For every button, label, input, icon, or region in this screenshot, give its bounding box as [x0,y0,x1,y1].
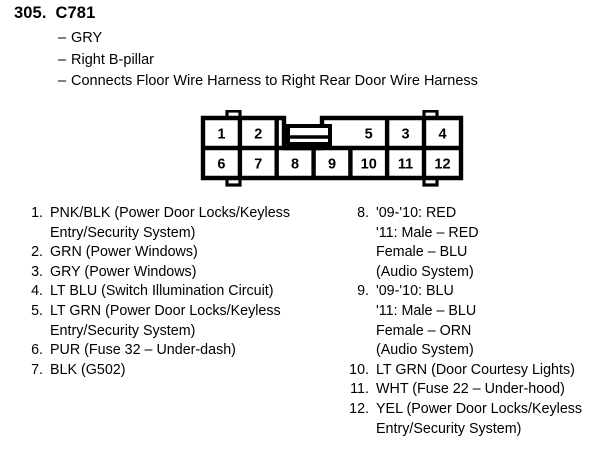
pin-description-line: '09-'10: BLU [376,283,454,300]
pin-entry-4: 4. LT BLU (Switch Illumination Circuit) [18,282,328,302]
pin-number: 2. [31,244,43,261]
pin-description-line: '11: Male – BLU [376,302,477,319]
pin-description-line: WHT (Fuse 22 – Under-hood) [376,381,565,398]
connector-pin-bottom-8: 8 [291,157,299,173]
connector-pin-top-3: 3 [401,127,409,143]
connector-pin-bottom-9: 9 [328,157,336,173]
pin-list-right: 8. '09-'10: RED '11: Male – RED Female – BL… [344,204,600,439]
bullet-dash-icon: – [58,30,67,46]
pin-description: BLK (G502) [50,361,328,381]
pin-description-line: PUR (Fuse 32 – Under-dash) [50,342,236,359]
pin-number: 5. [31,302,43,319]
connector-pin-top-1: 1 [217,127,225,143]
connector-pin-top-4: 4 [438,127,446,143]
connector-pin-bottom-6: 6 [217,157,225,173]
pin-description-line: '09-'10: RED [376,205,457,221]
pin-number: 10. [349,361,369,378]
connector-detail-location: –Right B-pillar [58,50,594,72]
pin-entry-2: 2. GRN (Power Windows) [18,243,328,263]
pin-description: '09-'10: BLU '11: Male – BLU Female – ORN (… [376,282,600,360]
pin-entry-6: 6. PUR (Fuse 32 – Under-dash) [18,341,328,361]
connector-detail-list: –GRY –Right B-pillar –Connects Floor Wir… [58,28,594,93]
pin-description-line: '11: Male – RED [376,224,479,241]
connector-header: 305.C781 –GRY –Right B-pillar –Connects … [14,3,594,93]
pin-number: 6. [31,342,43,359]
pin-description-line: (Audio System) [376,342,474,359]
connector-detail-color: –GRY [58,28,594,50]
pin-description: GRY (Power Windows) [50,263,328,283]
pin-entry-11: 11. WHT (Fuse 22 – Under-hood) [344,380,600,400]
pin-number: 11. [350,381,369,398]
connector-pin-numbers: 1 2 3 4 5 6 7 8 9 10 11 12 [217,127,450,173]
pin-description-line: YEL (Power Door Locks/Keyless [376,400,583,417]
pin-number: 9. [357,283,369,300]
pin-description-line: GRY (Power Windows) [50,263,197,280]
pin-description-line: LT GRN (Power Door Locks/Keyless [50,302,281,319]
pin-number: 8. [357,205,369,221]
pin-description-line: LT BLU (Switch Illumination Circuit) [50,283,274,300]
pin-description-line: PNK/BLK (Power Door Locks/Keyless [50,205,290,221]
pin-description-line: Entry/Security System) [50,224,196,241]
connector-detail-connects-text: Connects Floor Wire Harness to Right Rea… [71,73,478,89]
pin-number: 1. [31,205,43,221]
pin-entry-9: 9. '09-'10: BLU '11: Male – BLU Female – OR… [344,282,600,360]
pin-number: 7. [31,361,43,378]
pin-description-line: (Audio System) [376,263,474,280]
pin-description-line: GRN (Power Windows) [50,244,198,261]
connector-keyed-slot-icon [286,124,332,146]
pin-description: '09-'10: RED '11: Male – RED Female – BLU (… [376,204,600,282]
connector-pin-bottom-10: 10 [361,157,377,173]
pin-description: PUR (Fuse 32 – Under-dash) [50,341,328,361]
pin-entry-7: 7. BLK (G502) [18,361,328,381]
pin-description-line: Entry/Security System) [50,322,196,339]
pin-description: LT BLU (Switch Illumination Circuit) [50,282,328,302]
pin-number: 12. [349,400,369,417]
bullet-dash-icon: – [58,73,67,89]
pin-description-line: Female – BLU [376,244,468,261]
connector-pin-bottom-12: 12 [434,157,450,173]
connector-code: C781 [55,4,96,22]
pin-description: LT GRN (Door Courtesy Lights) [376,361,600,381]
pin-description-line: Entry/Security System) [376,420,522,437]
connector-pinout-diagram: 1 2 3 4 5 6 7 8 9 10 11 12 [196,110,468,188]
pin-entry-10: 10. LT GRN (Door Courtesy Lights) [344,361,600,381]
pin-description-line: LT GRN (Door Courtesy Lights) [376,361,575,378]
connector-diagram-svg: 1 2 3 4 5 6 7 8 9 10 11 12 [200,110,464,187]
connector-detail-connects: –Connects Floor Wire Harness to Right Re… [58,71,594,93]
pin-description: GRN (Power Windows) [50,243,328,263]
pin-entry-3: 3. GRY (Power Windows) [18,263,328,283]
connector-pin-bottom-7: 7 [254,157,262,173]
pin-description-line: BLK (G502) [50,361,126,378]
page-title: 305. C781 [14,3,594,23]
connector-pin-top-2: 2 [254,127,262,143]
pin-description-line: Female – ORN [376,322,472,339]
connector-cell-dividers [237,118,427,178]
pin-entry-8: 8. '09-'10: RED '11: Male – RED Female – BL… [344,204,600,282]
connector-detail-location-text: Right B-pillar [71,51,154,68]
pin-description: WHT (Fuse 22 – Under-hood) [376,380,600,400]
connector-pin-top-5: 5 [365,127,373,143]
pin-number: 4. [31,283,43,300]
connector-pin-bottom-11: 11 [398,157,413,173]
pin-number: 3. [31,263,43,280]
connector-index-number: 305. [14,4,47,22]
bullet-dash-icon: – [58,51,67,68]
connector-detail-color-text: GRY [71,30,103,46]
